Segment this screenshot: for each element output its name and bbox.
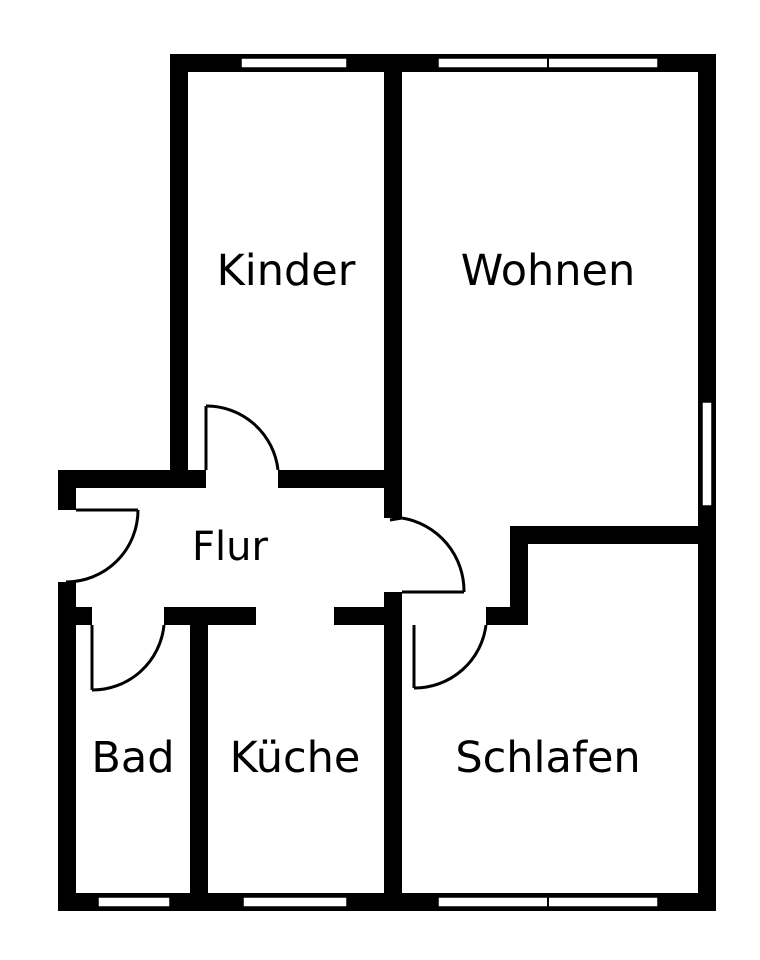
wall-middle-vertical-lower (384, 592, 402, 911)
window-kinder (240, 57, 348, 69)
room-label-schlafen: Schlafen (455, 733, 640, 783)
wall-schlafen-step-horizontal (486, 607, 528, 625)
window-bad (97, 896, 171, 908)
room-label-wohnen: Wohnen (461, 246, 636, 296)
room-label-kueche: Küche (230, 733, 361, 783)
window-wohnen (437, 57, 659, 69)
room-labels: Kinder Wohnen Flur Bad Küche Schlafen (91, 246, 640, 783)
doors (65, 404, 488, 692)
wall-kinder-left (170, 54, 188, 488)
wall-outer-left-lower (58, 582, 76, 911)
room-label-kinder: Kinder (217, 246, 356, 296)
walls (58, 54, 716, 911)
wall-flur-bottom-mid (164, 607, 256, 625)
window-kueche (242, 896, 348, 908)
wall-middle-vertical-upper (384, 54, 402, 518)
door-schlafen (412, 624, 488, 690)
wall-schlafen-step-vertical (510, 526, 528, 625)
door-bad (90, 624, 166, 692)
wall-bad-kueche (190, 607, 208, 911)
window-schlafen (437, 896, 659, 908)
windows (97, 57, 713, 908)
wall-schlafen-top (510, 526, 716, 544)
door-wohnen (389, 516, 466, 594)
wall-flur-top-right (278, 470, 402, 488)
window-wohnen-side (701, 401, 713, 507)
door-kinder (204, 404, 280, 471)
room-label-bad: Bad (91, 733, 174, 783)
wall-outer-left-upper (58, 470, 76, 510)
wall-flur-bottom-left (58, 607, 92, 625)
wall-flur-top-left (58, 470, 206, 488)
room-label-flur: Flur (192, 524, 268, 570)
wall-flur-bottom-right (334, 607, 402, 625)
door-entrance (65, 508, 140, 584)
